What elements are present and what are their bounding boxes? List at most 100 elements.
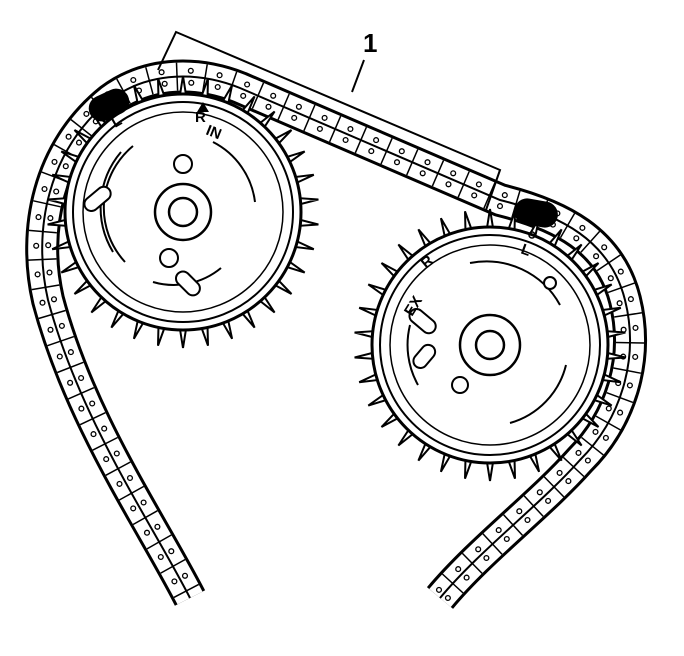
chain-link-pin bbox=[501, 192, 508, 199]
chain-link-divider bbox=[596, 254, 621, 272]
callout-number: 1 bbox=[363, 28, 377, 58]
chain-link-divider bbox=[70, 119, 94, 138]
chain-link-divider bbox=[380, 138, 393, 165]
chain-link-pin bbox=[435, 586, 443, 593]
chain-link-pin bbox=[35, 214, 42, 221]
chain-link-pin bbox=[575, 449, 582, 456]
chain-link-pin bbox=[67, 379, 74, 386]
chain-link-pin bbox=[39, 299, 46, 306]
chain-link-pin bbox=[161, 80, 168, 87]
chain-link-pin bbox=[584, 457, 591, 464]
chain-link-pin bbox=[291, 114, 298, 121]
chain-link-pin bbox=[471, 192, 478, 199]
chain-link-pin bbox=[47, 215, 54, 222]
chain-link-pin bbox=[605, 405, 612, 412]
chain-link-pin bbox=[617, 268, 624, 275]
chain-link-pin bbox=[188, 79, 195, 86]
chain-link-pin bbox=[455, 566, 462, 573]
chain-link-pin bbox=[503, 535, 510, 543]
chain-link-divider bbox=[92, 436, 118, 451]
chain-link-pin bbox=[626, 382, 633, 389]
chain-link-pin bbox=[632, 353, 639, 360]
chain-link-pin bbox=[536, 489, 543, 496]
chain-link-pin bbox=[140, 499, 147, 506]
callout-bracket: 1 bbox=[157, 28, 502, 211]
chain-link-divider bbox=[38, 309, 66, 320]
chain-link-pin bbox=[592, 428, 599, 435]
chain-link-pin bbox=[632, 324, 639, 331]
chain-link-divider bbox=[580, 230, 601, 253]
chain-link-divider bbox=[277, 93, 290, 120]
chain-link-pin bbox=[65, 133, 72, 140]
chain-link-pin bbox=[53, 188, 60, 195]
intake-mark-r: R bbox=[195, 109, 206, 126]
chain-link-divider bbox=[328, 115, 342, 143]
chain-link-pin bbox=[78, 405, 85, 412]
chain-link-pin bbox=[316, 125, 323, 132]
chain-link-pin bbox=[445, 181, 452, 188]
chain-link-divider bbox=[511, 190, 521, 218]
chain-link-pin bbox=[62, 163, 69, 170]
exhaust-timing-dot bbox=[528, 231, 536, 239]
chain-link-pin bbox=[244, 81, 251, 88]
chain-link-pin bbox=[45, 242, 52, 249]
chain-link-divider bbox=[303, 104, 316, 132]
chain-link-pin bbox=[168, 548, 175, 555]
chain-link-divider bbox=[543, 476, 565, 498]
chain-link-pin bbox=[75, 139, 83, 146]
chain-link-pin bbox=[579, 224, 586, 231]
chain-link-pin bbox=[602, 434, 609, 441]
chain-link-pin bbox=[347, 125, 354, 133]
chain-link-pin bbox=[616, 300, 623, 307]
chain-link-pin bbox=[181, 572, 189, 579]
chain-link-pin bbox=[46, 269, 53, 276]
chain-link-divider bbox=[33, 200, 61, 208]
chain-link-divider bbox=[160, 558, 186, 574]
chain-link-pin bbox=[90, 431, 97, 438]
chain-link-divider bbox=[562, 456, 585, 478]
exhaust-camshaft-sprocket: EX R L bbox=[354, 208, 626, 482]
chain-link-divider bbox=[57, 361, 84, 374]
chain-link-pin bbox=[545, 497, 552, 504]
chain-link-pin bbox=[573, 235, 580, 242]
chain-link-pin bbox=[295, 103, 302, 110]
chain-link-divider bbox=[118, 485, 145, 501]
chain-link-divider bbox=[354, 126, 368, 154]
chain-link-divider bbox=[607, 282, 635, 294]
chain-link-pin bbox=[116, 480, 123, 487]
chain-link-pin bbox=[444, 594, 451, 602]
chain-link-divider bbox=[431, 160, 445, 187]
intake-colored-link bbox=[88, 88, 130, 122]
chain-link-pin bbox=[265, 103, 272, 110]
chain-link-divider bbox=[251, 82, 265, 109]
chain-link-pin bbox=[51, 158, 58, 165]
chain-link-pin bbox=[89, 400, 96, 407]
chain-link-pin bbox=[214, 83, 221, 91]
chain-link-pin bbox=[34, 271, 41, 278]
chain-link-pin bbox=[463, 574, 470, 581]
chain-link-pin bbox=[41, 185, 48, 193]
chain-link-pin bbox=[342, 136, 349, 144]
chain-link-pin bbox=[565, 478, 572, 485]
chain-link-pin bbox=[103, 456, 110, 463]
chain-link-pin bbox=[475, 181, 482, 188]
chain-link-pin bbox=[516, 508, 523, 515]
chain-link-divider bbox=[614, 312, 643, 318]
chain-link-pin bbox=[154, 523, 161, 530]
chain-link-pin bbox=[101, 425, 108, 432]
chain-link-divider bbox=[461, 552, 483, 574]
chain-link-divider bbox=[175, 62, 179, 91]
chain-link-divider bbox=[482, 533, 503, 555]
chain-link-pin bbox=[67, 349, 74, 356]
chain-link-divider bbox=[173, 583, 200, 599]
chain-link-pin bbox=[321, 114, 328, 121]
chain-link-pin bbox=[496, 203, 504, 210]
chain-link-pin bbox=[130, 76, 137, 84]
chain-link-divider bbox=[457, 171, 470, 198]
intake-camshaft-sprocket: IN R L bbox=[47, 75, 319, 349]
exhaust-colored-link bbox=[514, 198, 558, 228]
chain-link-divider bbox=[105, 461, 131, 476]
chain-link-pin bbox=[56, 353, 63, 360]
chain-link-divider bbox=[613, 367, 642, 374]
